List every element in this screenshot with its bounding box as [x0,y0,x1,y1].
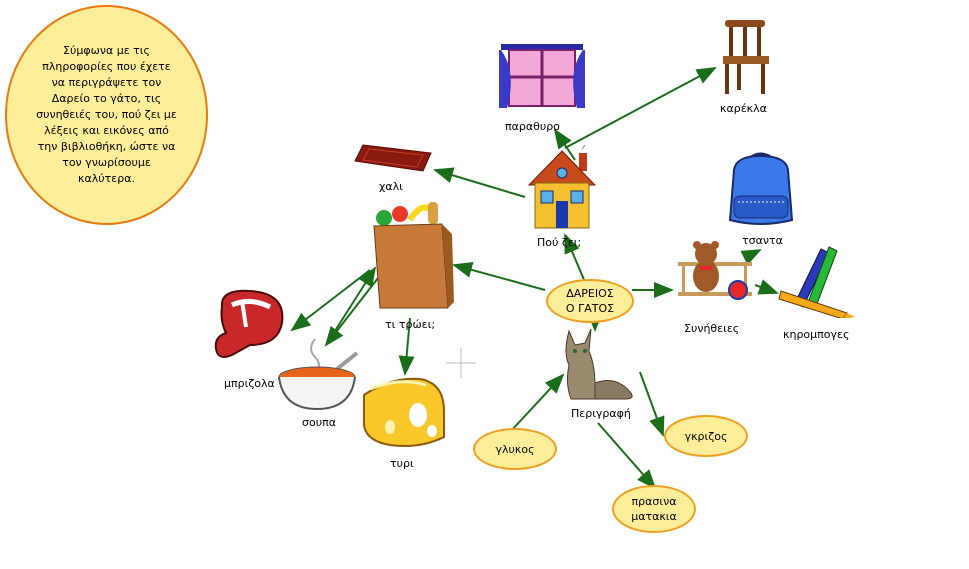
rug-icon[interactable] [353,143,433,173]
center-topic-bubble[interactable]: ΔΑΡΕΙΟΣ Ο ΓΑΤΟΣ [546,279,634,323]
soup-bowl-icon[interactable] [277,335,362,413]
arrow-cat-to-grey [639,371,665,437]
cheese-label: τυρι [390,457,414,470]
cheese-icon[interactable] [360,375,450,450]
center-line-1: ΔΑΡΕΙΟΣ [566,287,614,300]
bag-label: τσαντα [742,234,783,247]
arrow-house-to-rug [433,167,526,198]
arrow-food-to-cheese [398,317,415,376]
grey-text: γκριζος [684,429,728,443]
arrow-sweet-to-cat [509,373,565,433]
grey-bubble[interactable]: γκριζος [664,415,748,457]
house-icon[interactable] [527,145,597,230]
arrow-soup-to-food [325,266,377,346]
crayons-icon[interactable] [777,243,857,318]
arrow-food-to-soup [324,277,379,347]
window-label: παραθυρο [505,120,560,133]
arrow-center-to-house [564,233,586,283]
house-label: Πού ζει; [537,236,582,249]
crayons-label: κηρομπογες [783,328,850,341]
teddy-crib-icon[interactable] [676,240,754,302]
arrow-house-to-window [553,128,576,161]
center-line-2: Ο ΓΑΤΟΣ [565,302,615,315]
window-icon[interactable] [497,42,587,110]
backpack-icon[interactable] [720,150,802,230]
rug-label: χαλι [379,180,403,193]
grocery-bag-icon[interactable] [370,200,455,310]
habits-label: Συνήθειες [684,322,740,335]
description-label: Περιγραφή [571,407,631,420]
steak-label: μπριζολα [224,377,275,390]
sweet-bubble[interactable]: γλυκος [473,428,557,470]
green-eyes-bubble[interactable]: πρασινα ματακια [612,485,696,533]
instruction-note: Σύμφωνα με τις πληροφορίες που έχετε να … [5,5,208,225]
arrow-center-to-food [452,262,546,291]
arrow-habits-to-bag [740,249,762,266]
arrow-cat-to-green-eyes [597,422,657,490]
steak-icon[interactable] [210,287,288,362]
chair-label: καρέκλα [720,102,767,115]
arrow-habits-to-crayons [754,279,779,295]
crosshair-cursor-icon [446,348,476,378]
food-label: τι τρώει; [385,318,436,331]
soup-label: σουπα [302,416,336,429]
green-eyes-line-2: ματακια [631,510,677,523]
arrow-house-to-chair [564,67,717,149]
green-eyes-line-1: πρασινα [631,495,677,508]
arrow-food-to-steak [290,269,371,332]
instruction-text: Σύμφωνα με τις πληροφορίες που έχετε να … [36,44,177,185]
chair-icon[interactable] [715,18,775,96]
cat-icon[interactable] [555,325,637,403]
sweet-text: γλυκος [495,442,535,456]
